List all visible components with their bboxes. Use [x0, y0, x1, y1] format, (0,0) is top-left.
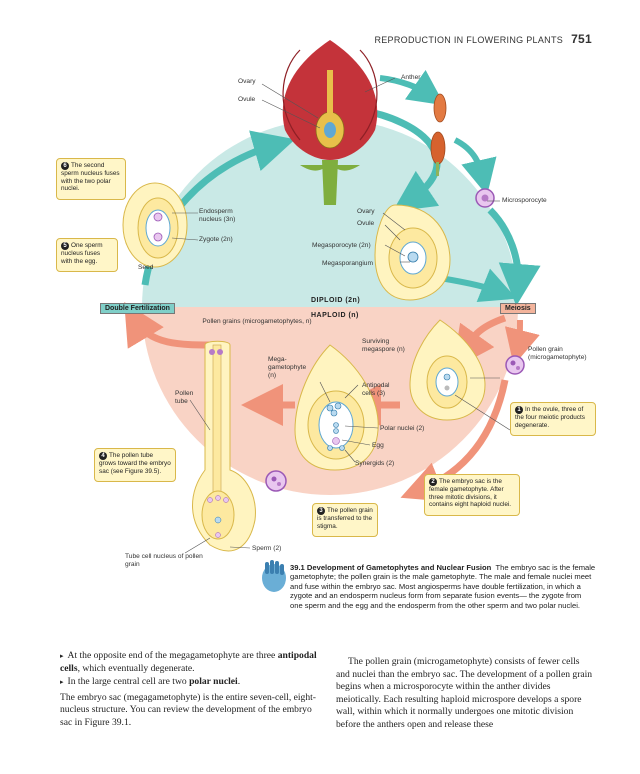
step-text-1: In the ovule, three of the four meiotic … — [515, 406, 585, 429]
bullet1-bold: antipodal cells — [60, 650, 317, 674]
arrow-anther-to-microsporocyte — [453, 137, 497, 196]
double-fertilization-tag: Double Fertilization — [100, 303, 175, 314]
caption-text: The embryo sac is the female gametophyte… — [290, 563, 596, 610]
running-header: REPRODUCTION IN FLOWERING PLANTS 751 — [0, 32, 592, 46]
label-ovule-top: Ovule — [238, 96, 256, 103]
bullet2-text-pre: In the large central cell are two — [67, 676, 190, 688]
bullet1-text-post: , which eventually degenerate. — [77, 662, 195, 674]
step-number-6: 6 — [61, 162, 69, 170]
label-antipodal-cells: Antipodal cells (3) — [362, 382, 390, 397]
step-text-3: The pollen grain is transferred to the s… — [317, 507, 373, 530]
label-pollen-grains: Pollen grains (microgametophytes, n) — [202, 318, 312, 325]
body-left-column: ▸At the opposite end of the megagametoph… — [60, 650, 318, 730]
arrow-flower-to-ovule — [359, 106, 441, 212]
pollen-grain-right — [505, 355, 525, 375]
label-pollen-grain-right: Pollen grain (microgametophyte) — [528, 346, 587, 361]
paragraph-embryo-sac: The embryo sac (megagametophyte) is the … — [60, 691, 316, 728]
caption-number: 39.1 — [290, 563, 305, 572]
step-number-2: 2 — [429, 478, 437, 486]
bullet2-bold: polar nuclei — [189, 676, 238, 688]
bullet-polar: ▸In the large central cell are two polar… — [60, 676, 241, 688]
bullet1-text-pre: At the opposite end of the megagametophy… — [67, 650, 278, 661]
pollen-grain-stigma — [265, 470, 287, 492]
bullet2-text-post: . — [237, 676, 241, 688]
paragraph-pollen-grain: The pollen grain (microgametophyte) cons… — [336, 656, 593, 730]
label-ovary-top: Ovary — [238, 78, 256, 85]
running-title: REPRODUCTION IN FLOWERING PLANTS — [374, 35, 564, 45]
ovule-diploid — [374, 204, 451, 301]
diploid-label: DIPLOID (2n) — [311, 297, 361, 304]
page-number: 751 — [571, 32, 592, 46]
step-text-6: The second sperm nucleus fuses with the … — [61, 162, 120, 193]
label-megasporocyte: Megasporocyte (2n) — [312, 242, 371, 249]
label-surviving-megaspore: Surviving megaspore (n) — [362, 338, 405, 353]
label-ovary-mid: Ovary — [357, 208, 375, 215]
label-sperm: Sperm (2) — [252, 545, 282, 552]
step-number-4: 4 — [99, 452, 107, 460]
arrow-ovule-to-meiosis — [439, 268, 517, 303]
step-number-5: 5 — [61, 242, 69, 250]
megaspore-ovule — [409, 319, 486, 421]
label-tube-cell-nucleus: Tube cell nucleus of pollen grain — [125, 553, 203, 568]
anther — [430, 93, 447, 176]
label-anther: Anther — [401, 74, 421, 81]
flower — [282, 40, 378, 205]
pollen-tube-structure — [192, 340, 256, 552]
label-microsporocyte: Microsporocyte — [502, 197, 547, 204]
arrow-meiosis-to-pollen — [504, 319, 540, 366]
label-pollen-tube: Pollen tube — [175, 390, 194, 405]
label-synergids: Synergids (2) — [355, 460, 395, 467]
step-text-2: The embryo sac is the female gametophyte… — [429, 478, 512, 509]
embryo-sac-ovule — [294, 344, 379, 471]
step-text-4: The pollen tube grows toward the embryo … — [99, 452, 171, 475]
arrow-microsporocyte-to-meiosis — [487, 207, 541, 306]
figure-caption: 39.1 Development of Gametophytes and Nuc… — [290, 563, 596, 610]
label-egg: Egg — [372, 442, 384, 449]
step-number-1: 1 — [515, 406, 523, 414]
caption-title: Development of Gametophytes and Nuclear … — [306, 563, 492, 572]
arrow-flower-to-anther — [379, 69, 445, 106]
bullet-antipodal: ▸At the opposite end of the megagametoph… — [60, 650, 317, 674]
step-text-5: One sperm nucleus fuses with the egg. — [61, 242, 103, 265]
haploid-label: HAPLOID (n) — [311, 312, 359, 319]
label-ovule-mid: Ovule — [357, 220, 375, 227]
hand-icon — [262, 560, 286, 592]
label-zygote: Zygote (2n) — [199, 236, 233, 243]
seed-ovule — [122, 182, 188, 268]
step-number-3: 3 — [317, 507, 325, 515]
label-megagametophyte: Mega-gametophyte (n) — [268, 356, 307, 379]
label-megasporangium: Megasporangium — [322, 260, 373, 267]
label-seed: Seed — [138, 264, 154, 271]
label-endosperm-nucleus: Endosperm nucleus (3n) — [199, 208, 236, 223]
meiosis-tag: Meiosis — [500, 303, 536, 314]
label-polar-nuclei: Polar nuclei (2) — [380, 425, 425, 432]
